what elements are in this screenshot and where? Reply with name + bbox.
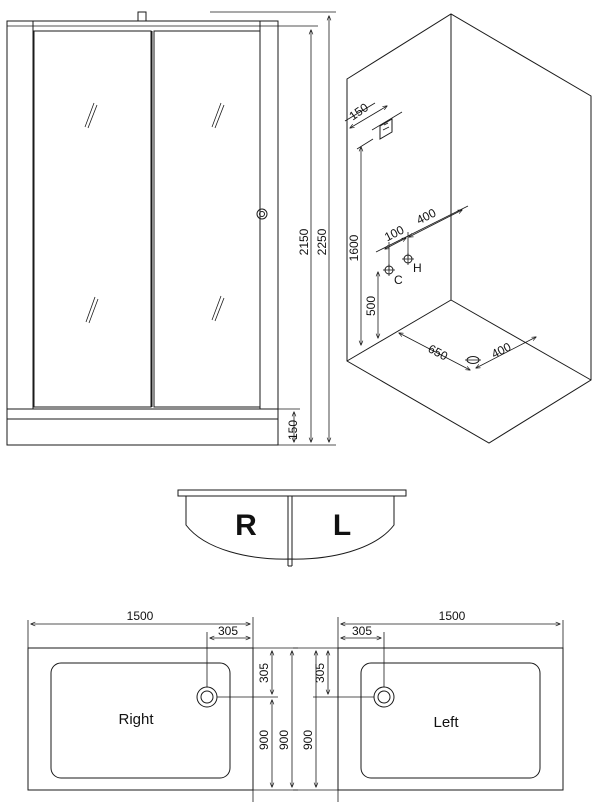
- dim-drain-x-right: 305: [218, 624, 238, 638]
- plan-left-label: Left: [433, 714, 459, 731]
- dim-depth-right-a: 900: [257, 730, 271, 750]
- plan-right: 1500 305 305 900 900 Right: [27, 609, 298, 802]
- door-right-panel: [153, 30, 261, 408]
- left-side-panel: [6, 20, 34, 410]
- dim-height-outlet: 500: [364, 296, 378, 316]
- dim-depth-left: 900: [301, 730, 315, 750]
- dim-drain-depth-line: [399, 333, 470, 370]
- tray-top-strip: [6, 408, 279, 420]
- dim-drain-y-left: 305: [313, 663, 327, 683]
- dim-drain-side: 400: [489, 340, 513, 362]
- dim-tray-height: 150: [286, 420, 300, 440]
- dim-depth-right-b: 900: [277, 730, 291, 750]
- right-side-panel: [259, 20, 279, 410]
- tray-inner-left: [360, 662, 541, 779]
- glass-reflections: [84, 102, 225, 324]
- floor-left-edge: [346, 299, 452, 362]
- dim-panel-offset: 150: [346, 100, 371, 123]
- label-cold: C: [394, 273, 403, 287]
- plan-left: 1500 305 305 900 Left: [293, 609, 564, 802]
- door-left-panel: [33, 30, 152, 408]
- orientation-tray-shape: [185, 496, 395, 560]
- drain-icon-right: [196, 686, 218, 708]
- front-view: 2150 2250 150: [6, 11, 336, 446]
- dim-door-height: 2150: [297, 228, 311, 255]
- dim-drain-depth: 650: [426, 342, 451, 364]
- orientation-top-bar: [177, 489, 407, 497]
- label-hot: H: [413, 261, 422, 275]
- dim-drain-side-line: [476, 337, 536, 368]
- drain-icon-left: [373, 686, 395, 708]
- orientation-diagram: R L: [177, 489, 407, 567]
- dim-drain-x-left: 305: [352, 624, 372, 638]
- tray-apron: [6, 418, 279, 446]
- drain-icon: [465, 356, 481, 364]
- dim-width-left: 1500: [439, 609, 466, 623]
- door-handle-icon: [256, 208, 268, 220]
- dim-total-height: 2250: [315, 228, 329, 255]
- isometric-view: 150 1600 500 100 400 C H 650 400: [344, 13, 592, 444]
- dim-drain-y-right: 305: [257, 663, 271, 683]
- orientation-right-letter: R: [235, 509, 257, 542]
- dim-height-mixer: 1600: [347, 234, 361, 261]
- orientation-left-letter: L: [333, 509, 351, 542]
- room-outline: [346, 13, 592, 444]
- cold-water-icon: [383, 264, 395, 276]
- plan-right-label: Right: [118, 711, 154, 728]
- tray-inner-right: [50, 662, 231, 779]
- dim-width-right: 1500: [127, 609, 154, 623]
- cabin-outline: [6, 20, 279, 446]
- dim-spacing: 100: [382, 223, 406, 245]
- shower-pipe: [137, 11, 147, 21]
- hot-water-icon: [402, 253, 414, 265]
- floor-right-edge: [450, 299, 592, 381]
